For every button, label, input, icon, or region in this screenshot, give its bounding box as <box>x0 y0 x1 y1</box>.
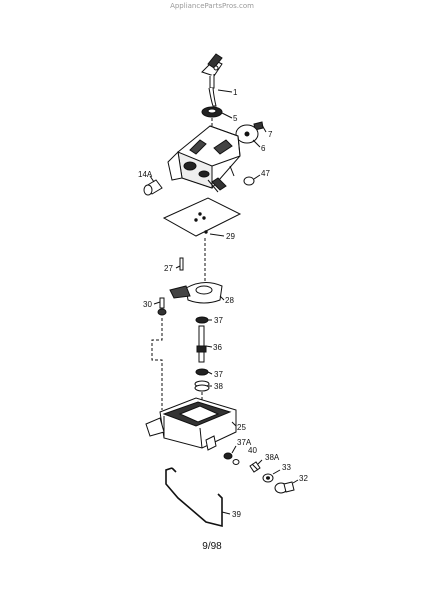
leader-6 <box>252 139 261 148</box>
callout-1: 1 <box>233 88 238 97</box>
callout-32: 32 <box>299 474 308 483</box>
part-33-washer <box>262 473 274 483</box>
part-28-float <box>169 282 223 304</box>
leader-39 <box>221 511 231 515</box>
part-39-retaining-clip <box>165 467 223 528</box>
part-37-oring-lower <box>195 368 209 376</box>
callout-25: 25 <box>237 423 246 432</box>
leader-29 <box>209 233 225 237</box>
part-47-plug <box>243 176 255 186</box>
part-1-throttle-lever <box>201 53 223 107</box>
part-40-fitting <box>232 459 240 465</box>
part-27-pin <box>179 257 184 271</box>
leader-27 <box>175 265 181 269</box>
leader-30 <box>153 301 161 305</box>
leader-38a <box>257 459 263 465</box>
callout-33: 33 <box>282 463 291 472</box>
callout-47: 47 <box>261 169 270 178</box>
callout-40: 40 <box>248 446 257 455</box>
leader-32 <box>292 479 299 484</box>
callout-labels: 1 5 7 6 14A 47 29 27 28 30 37 36 37 38 2… <box>138 88 308 519</box>
callout-37-upper: 37 <box>214 316 223 325</box>
callout-27: 27 <box>164 264 173 273</box>
callout-29: 29 <box>226 232 235 241</box>
leader-36 <box>205 345 213 348</box>
part-6-throttle-plate <box>235 124 259 144</box>
callout-36: 36 <box>213 343 222 352</box>
leader-5 <box>221 112 233 119</box>
callout-37-lower: 37 <box>214 370 223 379</box>
leader-37-lower <box>207 371 213 375</box>
date-code: 9/98 <box>202 541 222 552</box>
part-5-seal <box>201 106 223 118</box>
callout-14a: 14A <box>138 170 153 179</box>
leader-28 <box>219 295 225 301</box>
part-carburetor-upper-body <box>167 125 241 193</box>
leader-1 <box>217 89 233 93</box>
callout-37A: 37A <box>237 438 252 447</box>
callout-6: 6 <box>261 144 266 153</box>
part-36-nozzle <box>196 325 207 363</box>
part-7-screw <box>253 121 267 133</box>
watermark: AppliancePartsPros.com <box>170 2 254 10</box>
leader-47 <box>253 174 261 180</box>
part-30-needle <box>157 297 167 316</box>
callout-38: 38 <box>214 382 223 391</box>
part-37-oring-upper <box>195 316 209 324</box>
part-38-spring <box>194 380 210 392</box>
leader-33 <box>272 469 281 475</box>
part-38a-spring <box>249 461 261 473</box>
leader-37a <box>231 445 237 454</box>
part-37a-washer <box>223 452 233 460</box>
leader-25 <box>231 421 237 427</box>
callout-28: 28 <box>225 296 234 305</box>
callout-7: 7 <box>268 130 273 139</box>
callout-39: 39 <box>232 510 241 519</box>
part-14a-plug <box>143 179 163 196</box>
part-32-bowl-screw <box>274 481 295 494</box>
part-25-float-bowl <box>145 397 237 451</box>
leader-14a <box>149 175 155 183</box>
callout-30: 30 <box>143 300 152 309</box>
part-29-gasket <box>162 197 242 237</box>
callout-38A: 38A <box>265 453 280 462</box>
callout-5: 5 <box>233 114 238 123</box>
